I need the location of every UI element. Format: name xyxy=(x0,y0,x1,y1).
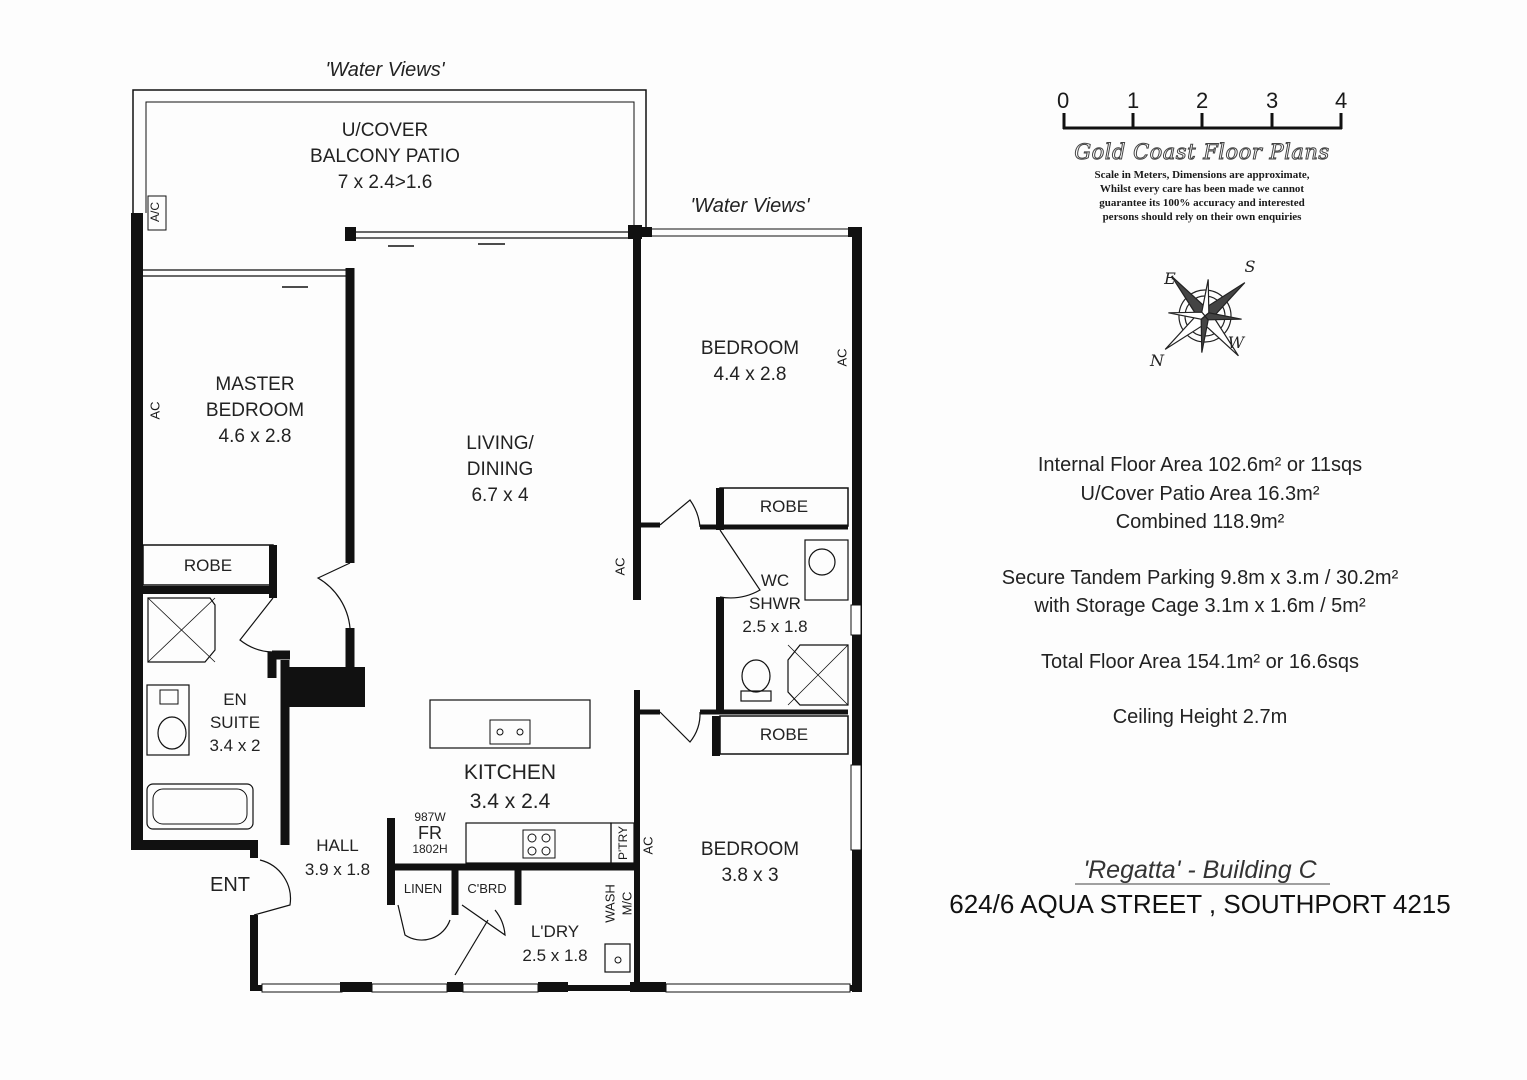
robe-bed2 xyxy=(719,487,849,527)
compass-rose xyxy=(1164,275,1246,357)
water-views-top-label: 'Water Views' xyxy=(325,59,445,81)
shower-line xyxy=(147,597,216,663)
sink-drain xyxy=(516,728,524,736)
sink-drain xyxy=(496,728,504,736)
balcony-inner-outline xyxy=(145,101,635,228)
wall xyxy=(447,982,463,992)
ac-living-label: AC xyxy=(612,557,628,576)
bath xyxy=(146,783,254,830)
ceiling-height: Ceiling Height 2.7m xyxy=(1112,706,1288,728)
building-name: 'Regatta' - Building C xyxy=(1083,856,1317,884)
compass-s-label: S xyxy=(1244,257,1256,276)
wall xyxy=(340,982,372,992)
window xyxy=(371,983,448,993)
address: 624/6 AQUA STREET , SOUTHPORT 4215 xyxy=(949,889,1451,919)
robe-bed2-label: ROBE xyxy=(759,497,809,516)
compass-e-label: E xyxy=(1164,269,1176,288)
basin xyxy=(808,548,836,576)
internal-area: Internal Floor Area 102.6m² or 11sqs xyxy=(1037,454,1363,476)
toilet-tank xyxy=(740,690,772,702)
wall xyxy=(345,227,356,241)
basin xyxy=(157,716,187,750)
cbrd-label: C'BRD xyxy=(467,881,507,896)
door-swing xyxy=(454,919,489,976)
patio-area: U/Cover Patio Area 16.3m² xyxy=(1080,483,1320,505)
scale-tick-label: 2 xyxy=(1196,88,1209,113)
door-swing xyxy=(316,562,351,629)
burner xyxy=(527,833,537,843)
storage-area: with Storage Cage 3.1m x 1.6m / 5m² xyxy=(1034,595,1366,617)
ac-bedroom-label: AC xyxy=(834,348,850,367)
water-views-right-label: 'Water Views' xyxy=(690,195,810,217)
entry-label: ENT xyxy=(210,874,250,896)
kitchen-island xyxy=(429,699,591,749)
brand-logo: Gold Coast Floor Plans xyxy=(1074,140,1330,165)
disclaimer: Scale in Meters, Dimensions are approxim… xyxy=(1094,169,1310,223)
wall xyxy=(538,982,568,992)
fridge-label: 987W FR 1802H xyxy=(412,810,448,856)
burner xyxy=(541,833,551,843)
parking-area: Secure Tandem Parking 9.8m x 3.m / 30.2m… xyxy=(1001,567,1399,589)
mc-label: M/C xyxy=(619,891,635,916)
toilet-tank xyxy=(159,689,179,705)
total-area: Total Floor Area 154.1m² or 16.6sqs xyxy=(1041,651,1359,673)
ac-balcony-label: A/C xyxy=(148,202,162,223)
burner xyxy=(527,846,537,856)
toilet xyxy=(741,659,771,693)
combined-area: Combined 118.9m² xyxy=(1115,511,1285,533)
ac-kitchen-label: AC xyxy=(640,836,656,855)
scale-tick-label: 1 xyxy=(1127,88,1140,113)
wall xyxy=(285,667,365,707)
compass-w-label: W xyxy=(1227,333,1245,352)
bath-inner xyxy=(152,788,248,825)
door-swing xyxy=(719,529,761,599)
window xyxy=(850,764,862,851)
wash-tub xyxy=(604,943,631,973)
tub-drain xyxy=(614,956,622,964)
window xyxy=(462,983,539,993)
sink xyxy=(489,719,531,745)
door-swing xyxy=(397,904,451,941)
door-swing xyxy=(461,904,506,937)
robe-bed3-label: ROBE xyxy=(759,725,809,744)
pantry-label: P'TRY xyxy=(616,825,630,861)
balcony-outline xyxy=(132,89,647,228)
wc-outline xyxy=(804,539,849,601)
cooktop xyxy=(522,829,556,859)
window xyxy=(665,983,851,993)
kitchen-bench xyxy=(465,822,612,864)
door-swing xyxy=(659,711,701,743)
window xyxy=(261,983,343,993)
compass-n-label: N xyxy=(1150,351,1164,370)
pantry xyxy=(610,822,635,864)
scale-tick-label: 4 xyxy=(1335,88,1348,113)
wash-label: WASH xyxy=(602,884,618,923)
robe-master-label: ROBE xyxy=(183,556,233,575)
shower-line xyxy=(787,644,849,706)
wall xyxy=(628,225,642,239)
linen-label: LINEN xyxy=(403,881,443,896)
scale-tick-label: 0 xyxy=(1057,88,1070,113)
window xyxy=(850,604,862,636)
burner xyxy=(541,846,551,856)
ac-master-label: AC xyxy=(147,401,163,420)
vanity xyxy=(146,684,190,756)
door-swing xyxy=(253,859,292,916)
scale-tick-label: 3 xyxy=(1266,88,1279,113)
ac-unit xyxy=(147,195,167,231)
door-swing xyxy=(239,597,274,653)
door-swing xyxy=(659,499,701,528)
wall xyxy=(630,982,666,992)
